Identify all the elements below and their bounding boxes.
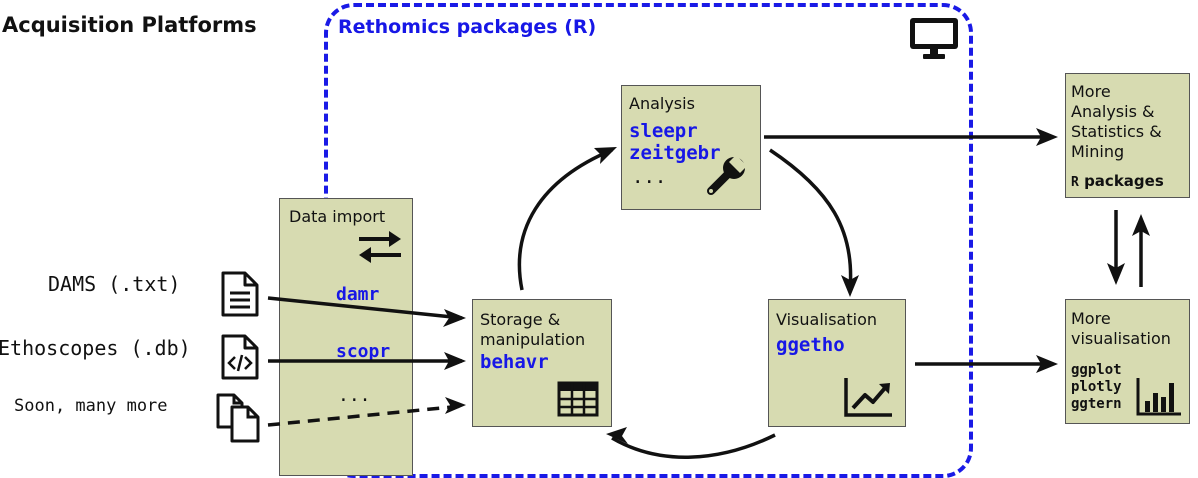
visualisation-box xyxy=(768,299,906,427)
package-behavr: behavr xyxy=(480,351,549,373)
wrench-icon xyxy=(707,155,747,195)
data-import-title: Data import xyxy=(289,207,386,226)
package-damr: damr xyxy=(336,284,380,305)
r-packages-label: R packages xyxy=(1071,172,1164,190)
package-zeitgebr: zeitgebr xyxy=(629,142,721,164)
storage-title-line1: Storage & xyxy=(480,310,561,329)
exchange-arrows-icon xyxy=(359,231,401,263)
source-dams-label: DAMS (.txt) xyxy=(48,272,181,296)
analysis-title: Analysis xyxy=(629,94,695,113)
r-suffix: packages xyxy=(1084,172,1164,190)
arrow-visualisation-to-storage xyxy=(611,433,776,459)
more-analysis-line2: Analysis & xyxy=(1071,102,1155,121)
code-file-icon xyxy=(221,334,259,380)
bar-chart-icon xyxy=(1136,378,1181,416)
storage-title-line2: manipulation xyxy=(480,330,586,349)
more-visualisation-line2: visualisation xyxy=(1071,329,1171,348)
r-prefix: R xyxy=(1071,175,1079,190)
monitor-icon xyxy=(910,18,958,59)
arrow-dams-to-storage xyxy=(267,296,463,322)
package-plotly: plotly xyxy=(1071,379,1122,395)
storage-box xyxy=(472,299,612,427)
rethomics-heading: Rethomics packages (R) xyxy=(338,16,597,38)
package-ggetho: ggetho xyxy=(776,334,845,356)
more-analysis-line1: More xyxy=(1071,82,1111,101)
arrow-storage-to-analysis xyxy=(517,148,613,291)
arrow-analysis-to-visualisation xyxy=(769,148,853,291)
visualisation-title: Visualisation xyxy=(776,310,877,329)
more-analysis-line3: Statistics & xyxy=(1071,122,1162,141)
source-ethoscopes-label: Ethoscopes (.db) xyxy=(0,336,191,360)
more-analysis-box xyxy=(1065,73,1190,198)
more-analysis-line4: Mining xyxy=(1071,142,1125,161)
package-scopr: scopr xyxy=(336,341,391,362)
arrow-more-to-storage xyxy=(267,404,463,427)
source-more-label: Soon, many more xyxy=(14,396,168,416)
text-file-icon xyxy=(221,271,259,317)
analysis-ellipsis: ... xyxy=(632,166,667,188)
files-icon xyxy=(216,393,260,443)
package-ggtern: ggtern xyxy=(1071,396,1122,412)
line-chart-icon xyxy=(844,378,892,417)
package-sleepr: sleepr xyxy=(629,120,698,142)
acquisition-heading: Acquisition Platforms xyxy=(2,13,257,37)
data-import-ellipsis: ... xyxy=(338,385,371,406)
table-icon xyxy=(557,381,599,417)
analysis-box xyxy=(621,85,761,210)
package-ggplot: ggplot xyxy=(1071,362,1122,378)
more-visualisation-line1: More xyxy=(1071,309,1111,328)
